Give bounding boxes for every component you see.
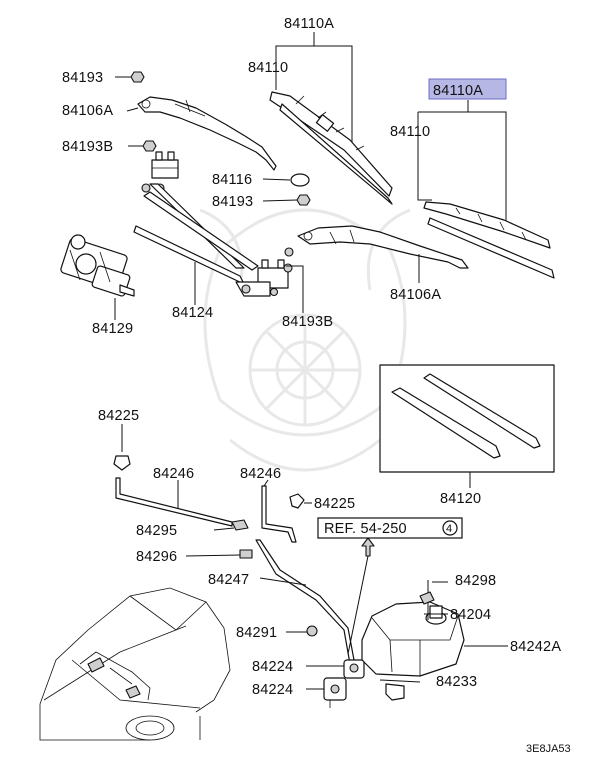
wiper-arm-left xyxy=(137,96,277,171)
washer-reservoir-84242A xyxy=(361,601,465,701)
hose-84247 xyxy=(255,539,355,665)
label-84225-b: 84225 xyxy=(314,496,355,512)
grommet-84291 xyxy=(306,625,318,637)
callout-labels: 84110A 84110 84193 84106A 84193B 84116 8… xyxy=(62,16,571,755)
label-84242A: 84242A xyxy=(510,639,561,655)
label-84224-b: 84224 xyxy=(252,682,293,698)
ref-arrow xyxy=(361,537,375,557)
label-84110-top: 84110 xyxy=(248,60,288,76)
ref-label[interactable]: REF. 54-250 xyxy=(324,521,407,537)
joint-84295 xyxy=(231,519,249,531)
vehicle-outline xyxy=(39,587,231,741)
ref-circle-number: 4 xyxy=(446,523,452,535)
nozzle-84225-b xyxy=(289,493,305,509)
label-84246-b: 84246 xyxy=(240,466,281,482)
pivot-left xyxy=(141,151,179,193)
label-84225-a: 84225 xyxy=(98,408,139,424)
linkage-rod-c xyxy=(143,191,259,271)
label-84193-b: 84193 xyxy=(212,194,253,210)
nut-84193-b xyxy=(296,194,311,206)
label-84233: 84233 xyxy=(436,674,477,690)
label-84193B-a: 84193B xyxy=(62,139,113,155)
label-84246-a: 84246 xyxy=(153,466,194,482)
label-84247: 84247 xyxy=(208,572,249,588)
label-84110A-selected[interactable]: 84110A xyxy=(433,83,483,99)
highlight-84110A xyxy=(428,78,507,100)
wiper-motor-84129 xyxy=(60,234,135,297)
label-84291: 84291 xyxy=(236,625,277,641)
wiper-linkage-group xyxy=(60,71,311,320)
label-84110A-top: 84110A xyxy=(284,16,334,32)
nut-84193-a xyxy=(130,71,145,83)
label-84296: 84296 xyxy=(136,549,177,565)
bolt-84298 xyxy=(419,591,435,605)
clip-84296 xyxy=(239,549,253,559)
wiper-blade-upper xyxy=(269,91,393,205)
label-84298: 84298 xyxy=(455,573,496,589)
ref-box xyxy=(317,517,463,539)
label-84193-a: 84193 xyxy=(62,70,103,86)
label-84116: 84116 xyxy=(212,172,252,188)
washer-pump-84224-a xyxy=(343,659,365,679)
label-84204: 84204 xyxy=(450,607,491,623)
blade-insert-box xyxy=(379,364,555,488)
label-84224-a: 84224 xyxy=(252,659,293,675)
label-84120: 84120 xyxy=(440,491,481,507)
hose-84246-b xyxy=(261,485,297,543)
wiper-arm-right xyxy=(284,225,469,283)
diagram-code: 3E8JA53 xyxy=(526,743,571,755)
label-84110-right: 84110 xyxy=(390,124,430,140)
label-84124: 84124 xyxy=(172,305,213,321)
wiper-blade-right xyxy=(423,201,555,279)
cap-84116 xyxy=(290,173,310,187)
wiper-blades-group xyxy=(269,32,555,283)
label-84193B-b: 84193B xyxy=(282,314,333,330)
label-84106A-left: 84106A xyxy=(62,103,113,119)
label-84129: 84129 xyxy=(92,321,133,337)
washer-pump-84224-b xyxy=(323,677,347,708)
hose-84246-a xyxy=(115,477,233,527)
pivot-right xyxy=(235,259,293,297)
nozzle-84225-a xyxy=(113,455,131,471)
washer-group xyxy=(113,424,508,708)
label-84106A-right: 84106A xyxy=(390,287,441,303)
nut-84193B-a xyxy=(142,140,157,152)
label-84295: 84295 xyxy=(136,523,177,539)
